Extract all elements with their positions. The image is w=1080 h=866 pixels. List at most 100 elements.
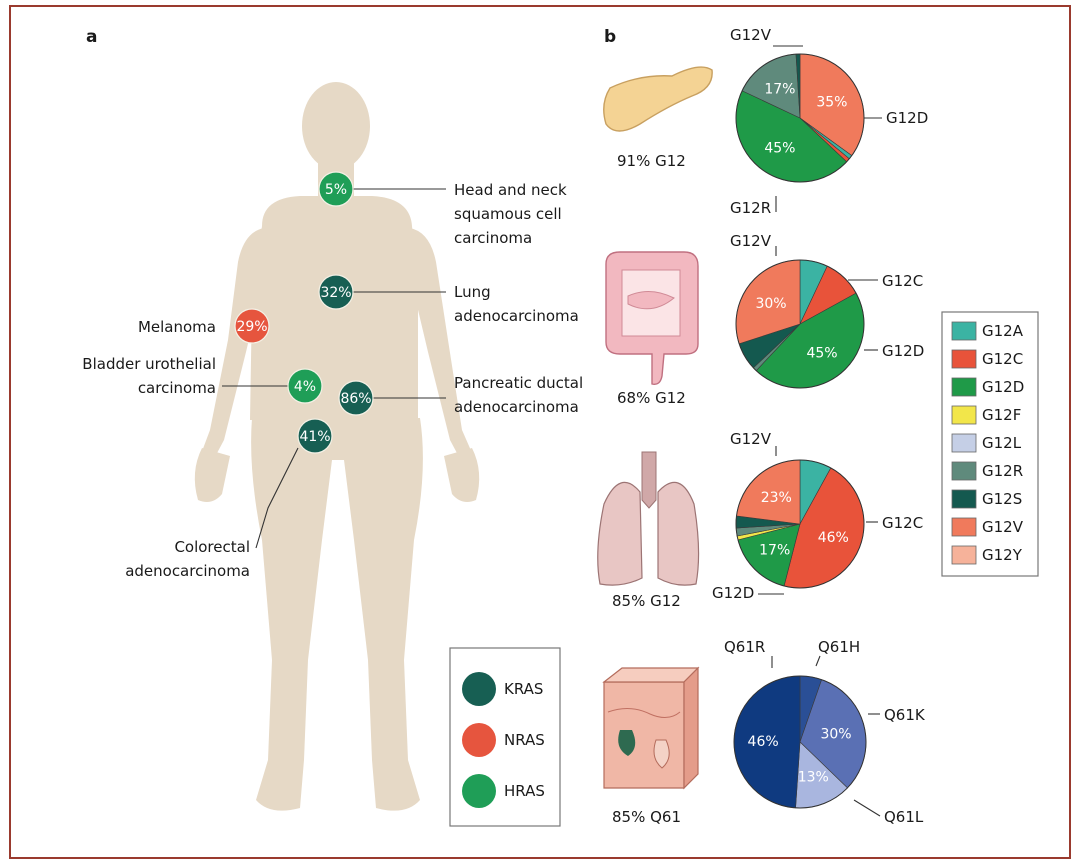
skin-q61k-label: Q61K (884, 706, 926, 724)
hras-swatch-icon (462, 774, 496, 808)
label-lung-2: adenocarcinoma (454, 307, 579, 325)
pie-slice-label-g12d: 45% (806, 345, 837, 361)
gene-legend-item-nras: NRAS (462, 723, 545, 757)
site-pancreas-pct: 86% (340, 391, 371, 407)
pie-colon: 45% 30% (735, 259, 865, 389)
pie-lung-outer-labels: G12V G12C G12D (712, 430, 923, 602)
g12a-swatch-icon (951, 321, 977, 341)
g12r-swatch-icon (951, 461, 977, 481)
label-bladder-1: Bladder urothelial (82, 355, 216, 373)
pie-skin: 30% 13% 46% (733, 675, 867, 809)
gene-legend-hras-label: HRAS (504, 782, 545, 800)
gene-legend-item-kras: KRAS (462, 672, 543, 706)
mutation-legend-item-g12r: G12R (951, 461, 1023, 481)
body-site-markers: 5% 32% 29% 4% 86% 41% (234, 171, 374, 454)
mutation-legend-label-g12f: G12F (982, 406, 1021, 424)
pancreas-g12v-label: G12V (730, 26, 772, 44)
g12y-swatch-icon (951, 545, 977, 565)
caption-lung: 85% G12 (612, 592, 681, 610)
body-site-labels: Head and neck squamous cell carcinoma Lu… (82, 181, 583, 580)
caption-colon: 68% G12 (617, 389, 686, 407)
pie-slice-label-g12v: 35% (816, 95, 847, 111)
label-head-neck-3: carcinoma (454, 229, 532, 247)
g12f-swatch-icon (951, 405, 977, 425)
g12l-swatch-icon (951, 433, 977, 453)
colon-icon (605, 251, 699, 386)
g12s-swatch-icon (951, 489, 977, 509)
pie-outline (735, 459, 865, 589)
caption-pancreas: 91% G12 (617, 152, 686, 170)
site-lung-marker: 32% (318, 274, 354, 310)
gene-legend-item-hras: HRAS (462, 774, 545, 808)
pie-slice-label-q61k: 30% (820, 726, 851, 742)
site-head-neck-marker: 5% (318, 171, 354, 207)
mutation-legend-item-g12d: G12D (951, 377, 1024, 397)
leader-colorectal (255, 447, 299, 549)
gene-legend-kras-label: KRAS (504, 680, 543, 698)
mutation-legend-label-g12a: G12A (982, 322, 1024, 340)
panel-b-label: b (604, 27, 616, 47)
colon-g12d-label: G12D (882, 342, 924, 360)
label-pancreas-2: adenocarcinoma (454, 398, 579, 416)
pie-outline (733, 675, 867, 809)
site-head-neck-pct: 5% (325, 182, 347, 198)
site-bladder-pct: 4% (294, 379, 316, 395)
body-leader-lines (222, 188, 446, 549)
pancreas-icon (603, 66, 713, 132)
g12d-swatch-icon (951, 377, 977, 397)
pie-slice-label-q61l: 13% (798, 770, 829, 786)
lung-g12v-label: G12V (730, 430, 772, 448)
pie-slice-label-g12c: 46% (818, 530, 849, 546)
g12c-swatch-icon (951, 349, 977, 369)
skin-q61h-leader (815, 655, 821, 667)
mutation-legend-item-g12f: G12F (951, 405, 1021, 425)
pie-colon-outer-labels: G12V G12C G12D (730, 232, 924, 360)
skin-icon (602, 666, 700, 790)
skin-q61r-label: Q61R (724, 638, 765, 656)
label-colorectal-1: Colorectal (174, 538, 250, 556)
mutation-legend-label-g12d: G12D (982, 378, 1024, 396)
pie-pancreas-outer-labels: G12V G12D G12R (730, 26, 928, 217)
mutation-legend-label-g12s: G12S (982, 490, 1022, 508)
mutation-legend-item-g12a: G12A (951, 321, 1024, 341)
pie-slice-label-q61r: 46% (748, 734, 779, 750)
kras-swatch-icon (462, 672, 496, 706)
lung-g12c-label: G12C (882, 514, 923, 532)
label-lung-1: Lung (454, 283, 491, 301)
skin-q61h-label: Q61H (818, 638, 860, 656)
mutation-legend-item-g12v: G12V (951, 517, 1024, 537)
pancreas-g12d-label: G12D (886, 109, 928, 127)
colon-g12c-label: G12C (882, 272, 923, 290)
pie-slice-label-g12v: 23% (761, 490, 792, 506)
mutation-legend-item-g12l: G12L (951, 433, 1022, 453)
caption-skin: 85% Q61 (612, 808, 681, 826)
site-lung-pct: 32% (320, 285, 351, 301)
label-head-neck-1: Head and neck (454, 181, 567, 199)
mutation-legend-item-g12s: G12S (951, 489, 1022, 509)
pie-pancreas: 35% 45% 17% (735, 53, 865, 183)
pie-slice-label-g12d: 17% (759, 542, 790, 558)
panel-a-label: a (86, 27, 97, 47)
site-melanoma-marker: 29% (234, 308, 270, 344)
pie-slice-label-g12r: 17% (764, 81, 795, 97)
label-colorectal-2: adenocarcinoma (125, 562, 250, 580)
mutation-legend-item-g12y: G12Y (951, 545, 1023, 565)
g12v-swatch-icon (951, 517, 977, 537)
nras-swatch-icon (462, 723, 496, 757)
pie-slice-label-g12v: 30% (755, 296, 786, 312)
site-bladder-marker: 4% (287, 368, 323, 404)
mutation-legend-label-g12r: G12R (982, 462, 1023, 480)
lungs-icon (597, 451, 700, 586)
human-body-silhouette (194, 82, 480, 811)
pie-lung: 46% 17% 23% (735, 459, 865, 589)
pie-slice-label-g12d: 45% (764, 141, 795, 157)
site-colorectal-marker: 41% (297, 418, 333, 454)
mutation-legend: G12A G12C G12D G12F G12L G12R G12S G12V G12Y (941, 311, 1039, 577)
label-head-neck-2: squamous cell (454, 205, 562, 223)
pie-outline (735, 259, 865, 389)
skin-q61l-leader (853, 799, 881, 817)
mutation-legend-label-g12y: G12Y (982, 546, 1023, 564)
mutation-legend-label-g12c: G12C (982, 350, 1023, 368)
mutation-legend-label-g12v: G12V (982, 518, 1024, 536)
pancreas-g12r-label: G12R (730, 199, 771, 217)
